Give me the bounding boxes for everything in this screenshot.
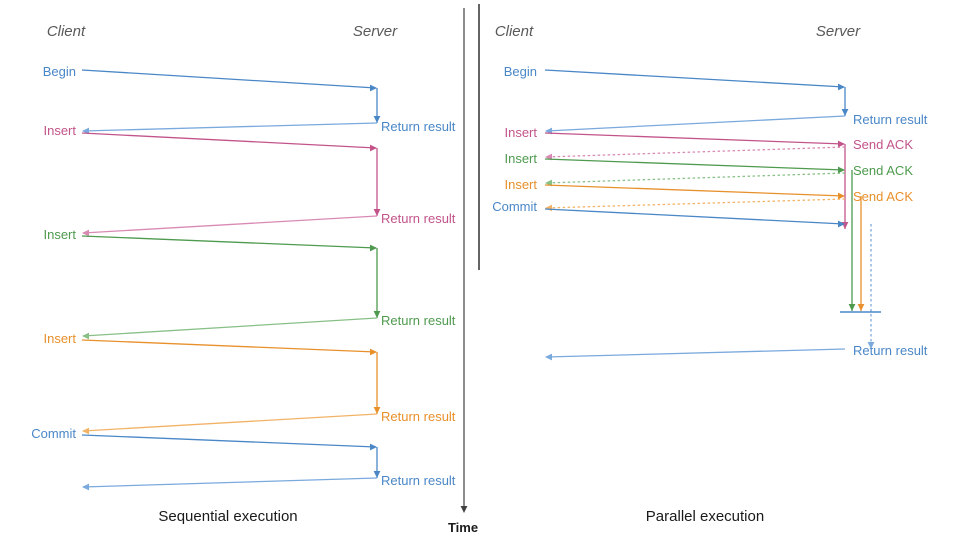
activation-insert2-head (848, 304, 856, 311)
insert1-ack (545, 146, 846, 158)
begin-response (82, 122, 378, 132)
client-message-label: Begin (43, 64, 76, 79)
begin-request-head (370, 84, 377, 92)
begin-response (545, 115, 846, 132)
commit-response-head (82, 483, 89, 491)
begin-request (81, 69, 377, 89)
insert2-request-head (370, 244, 377, 252)
panel-caption: Sequential execution (158, 508, 297, 525)
lifeline-header-server: Server (353, 23, 398, 40)
server-message-label: Return result (853, 112, 928, 127)
activation-insert3-head (857, 304, 865, 311)
activation-insert3-head (373, 407, 381, 414)
activation-insert2-head (373, 311, 381, 318)
server-message-label: Return result (381, 119, 456, 134)
client-message-label: Insert (504, 125, 537, 140)
begin-request (544, 69, 845, 88)
server-message-label: Return result (381, 211, 456, 226)
client-message-label: Begin (504, 64, 537, 79)
insert1-response (82, 215, 378, 234)
commit-request-head (370, 443, 377, 451)
client-message-label: Insert (43, 331, 76, 346)
commit-request (81, 434, 377, 448)
time-axis-arrowhead (460, 506, 468, 513)
insert3-response-head (82, 427, 89, 435)
insert2-response (82, 317, 378, 337)
insert2-request (544, 158, 845, 171)
lifeline-header-client: Client (495, 23, 534, 40)
final-response (545, 348, 846, 358)
lifeline-header-server: Server (816, 23, 861, 40)
insert1-response-head (82, 229, 89, 237)
server-message-label: Return result (853, 343, 928, 358)
begin-request-head (838, 83, 845, 91)
insert1-request (81, 132, 377, 149)
insert3-ack (545, 198, 846, 209)
commit-request-head (838, 220, 845, 228)
insert2-ack (545, 172, 846, 184)
insert3-request (544, 184, 845, 197)
insert3-response (82, 413, 378, 432)
insert1-request (544, 132, 845, 145)
commit-request (544, 208, 845, 225)
server-message-label: Return result (381, 313, 456, 328)
insert2-request-head (838, 166, 845, 174)
final-response-head (545, 353, 552, 361)
server-message-label: Send ACK (853, 163, 913, 178)
server-message-label: Return result (381, 473, 456, 488)
insert3-request-head (370, 348, 377, 356)
insert3-ack-head (545, 204, 552, 212)
server-message-label: Send ACK (853, 137, 913, 152)
panel-caption: Parallel execution (646, 508, 764, 525)
client-message-label: Insert (43, 123, 76, 138)
insert3-request (81, 339, 377, 353)
insert2-response-head (82, 332, 89, 340)
activation-begin-head (373, 116, 381, 123)
activation-commit-head (373, 471, 381, 478)
insert3-request-head (838, 192, 845, 200)
insert1-request-head (838, 140, 845, 148)
lifeline-header-client: Client (47, 23, 86, 40)
commit-response (82, 477, 378, 488)
client-message-label: Insert (43, 227, 76, 242)
activation-insert1-head (373, 209, 381, 216)
time-axis-label: Time (448, 520, 478, 535)
client-message-label: Commit (31, 426, 76, 441)
activation-commit-head (867, 342, 875, 349)
insert2-request (81, 235, 377, 249)
client-message-label: Insert (504, 177, 537, 192)
client-message-label: Insert (504, 151, 537, 166)
server-message-label: Return result (381, 409, 456, 424)
server-message-label: Send ACK (853, 189, 913, 204)
activation-begin-head (841, 109, 849, 116)
insert1-request-head (370, 144, 377, 152)
client-message-label: Commit (492, 199, 537, 214)
